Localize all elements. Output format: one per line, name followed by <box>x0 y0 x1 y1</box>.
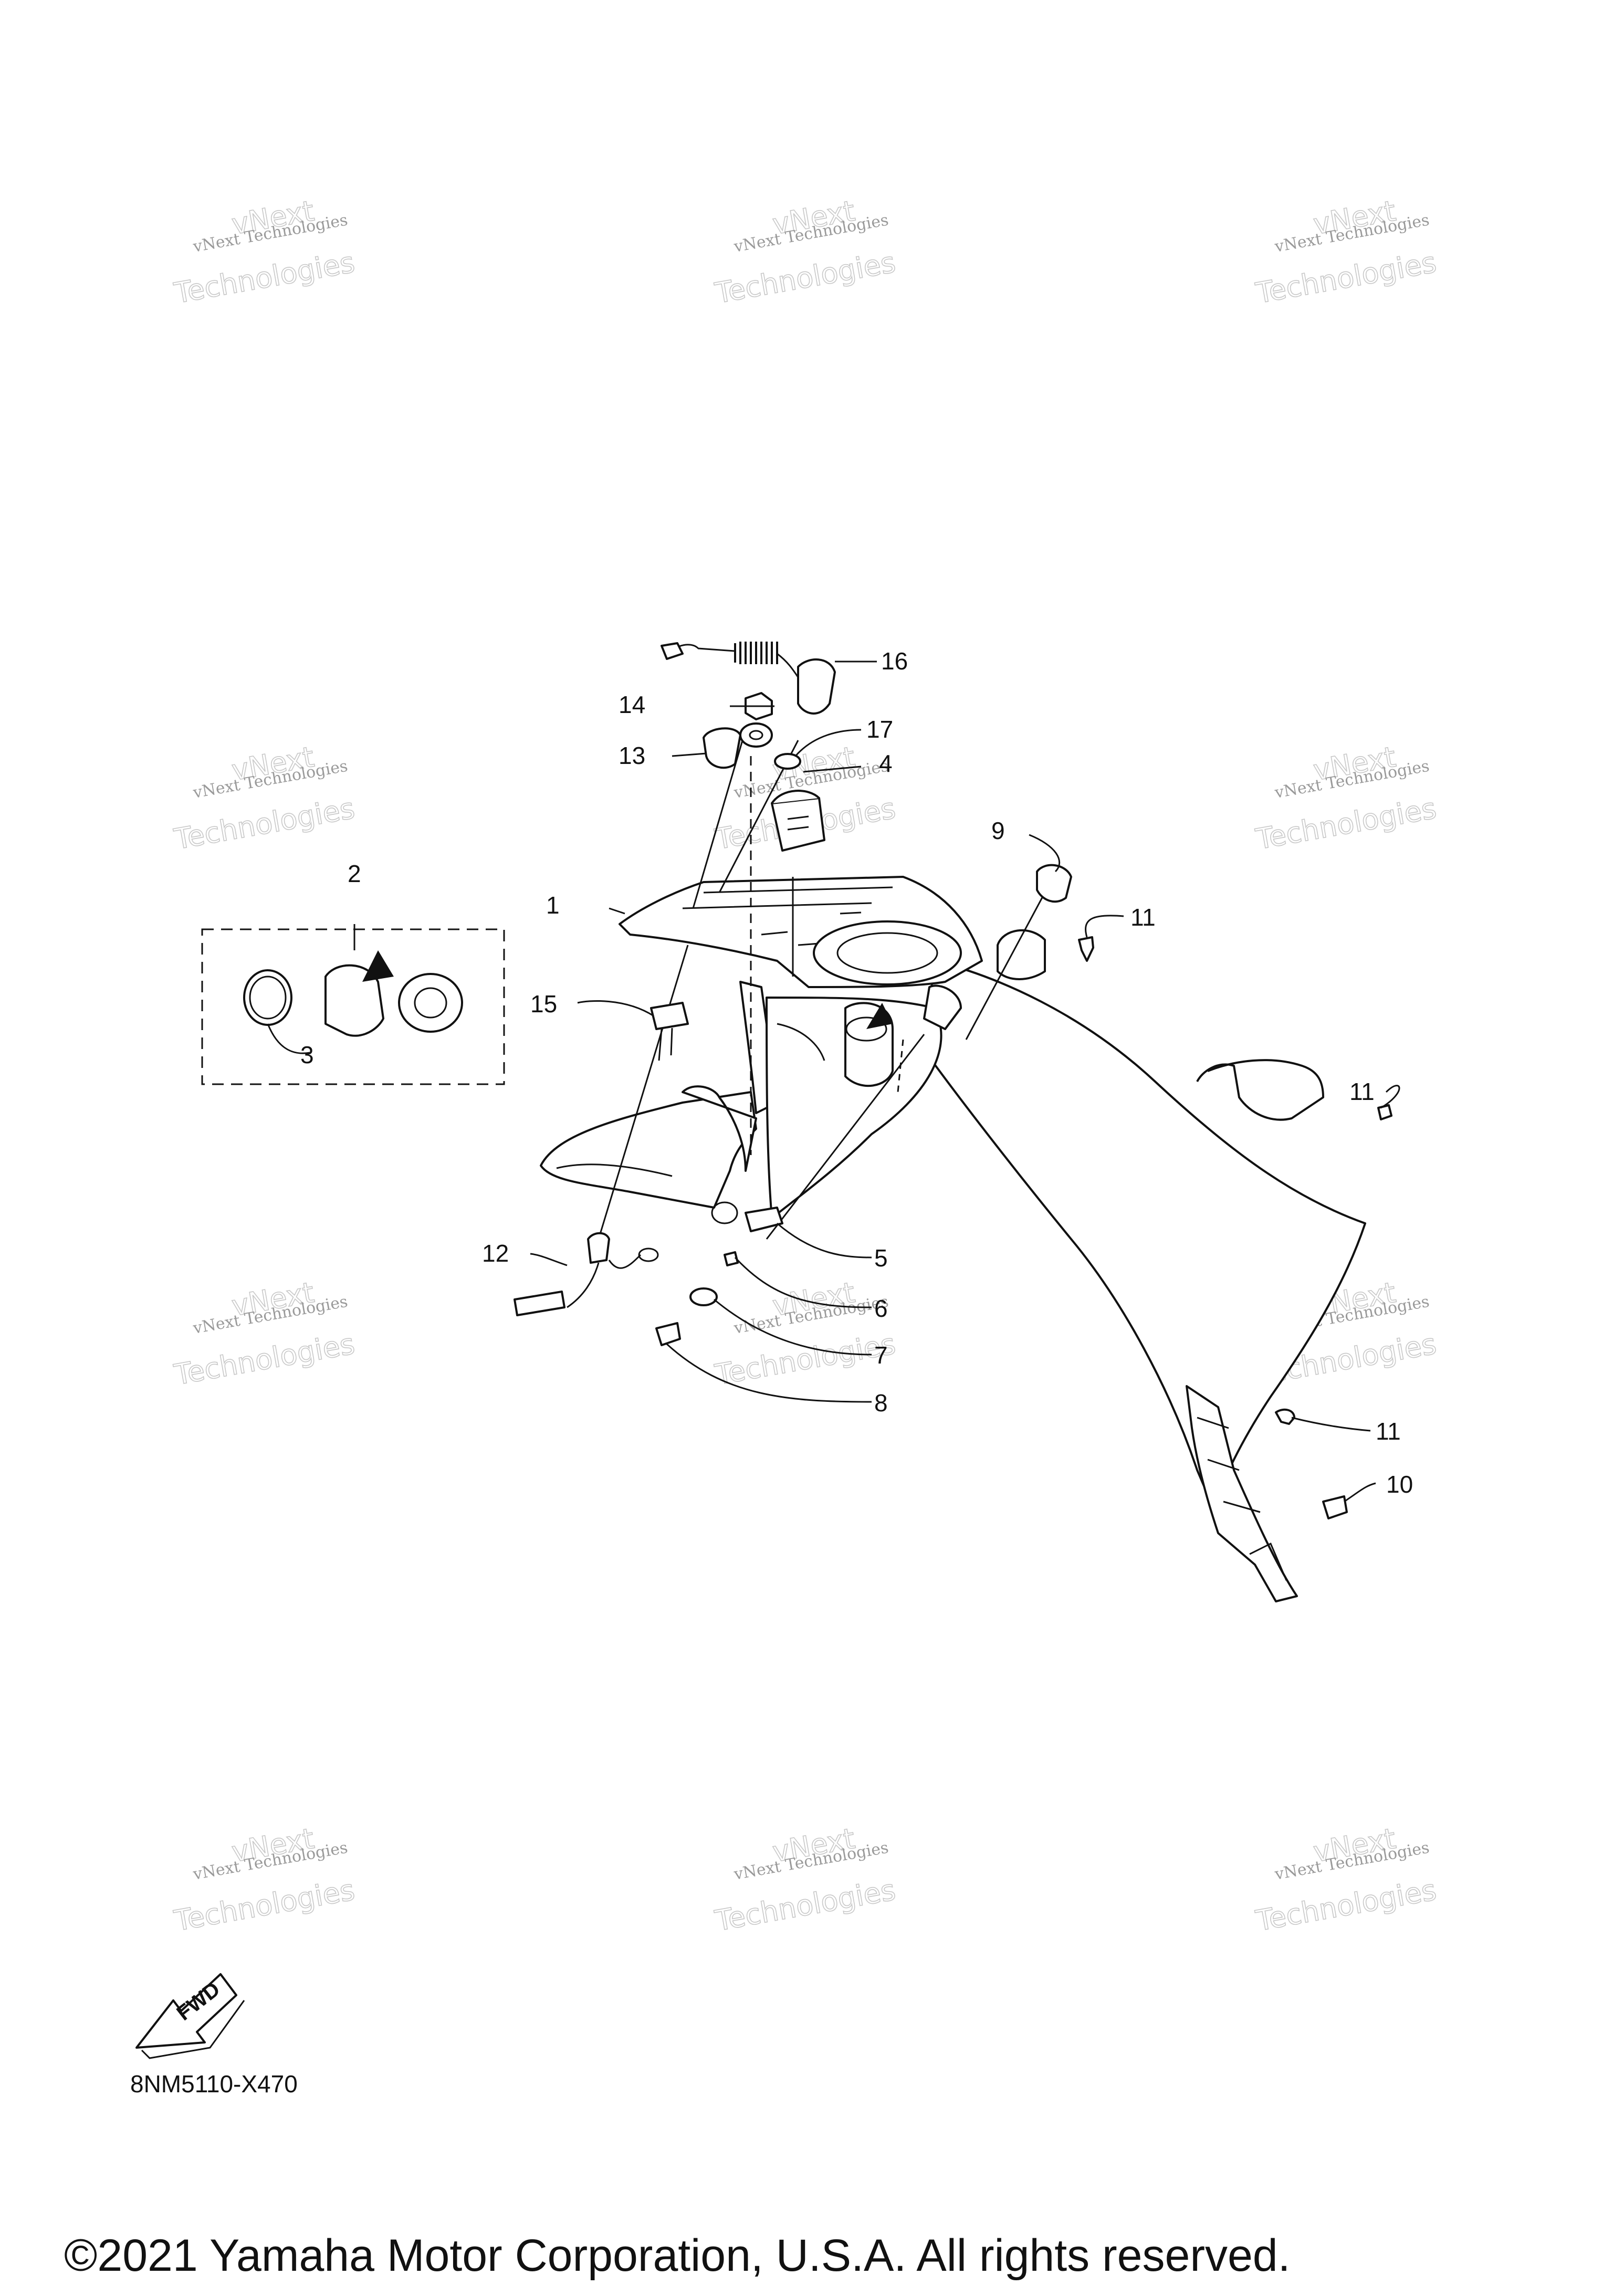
callouts: 1 2 3 4 5 6 7 8 9 10 11 11 11 12 13 14 1… <box>300 647 1413 1498</box>
callout-2: 2 <box>348 860 361 887</box>
watermark: Technologies vNext vNext Technologies <box>712 1821 898 1938</box>
watermark: Technologies vNext vNext Technologies <box>1253 194 1439 310</box>
watermark: Technologies vNext vNext Technologies <box>171 194 358 310</box>
callout-15: 15 <box>530 990 557 1018</box>
main-housing <box>540 876 1366 1602</box>
watermark: Technologies vNext vNext Technologies <box>1253 1821 1439 1938</box>
callout-13: 13 <box>619 742 645 769</box>
clip <box>1377 1104 1392 1120</box>
callout-7: 7 <box>874 1341 888 1369</box>
assembly-box <box>201 928 505 1085</box>
wire-harness <box>514 1232 659 1316</box>
lanyard-cord <box>661 642 836 715</box>
callout-10: 10 <box>1386 1471 1413 1498</box>
callout-9: 9 <box>991 817 1005 844</box>
cap-washer <box>703 722 773 769</box>
switch <box>771 790 825 852</box>
clip <box>1078 936 1094 962</box>
watermark: Technologies vNext vNext Technologies <box>1253 740 1439 856</box>
callout-17: 17 <box>866 716 893 743</box>
washer <box>774 753 801 770</box>
fwd-arrow-icon: FWD <box>135 1973 245 2059</box>
callout-6: 6 <box>874 1295 888 1322</box>
clip <box>1275 1408 1295 1425</box>
callout-11: 11 <box>1349 1078 1375 1105</box>
callout-5: 5 <box>874 1244 888 1272</box>
watermark: Technologies vNext vNext Technologies <box>171 1821 358 1938</box>
pointer-arrow-icon <box>362 950 394 982</box>
washer <box>689 1287 718 1306</box>
callout-12: 12 <box>482 1240 509 1267</box>
diagram-code: 8NM5110-X470 <box>130 2070 298 2098</box>
callout-8: 8 <box>874 1389 888 1417</box>
callout-4: 4 <box>879 750 893 777</box>
watermark: Technologies vNext vNext Technologies <box>712 194 898 310</box>
callout-14: 14 <box>619 691 645 718</box>
clip-plate <box>745 1207 783 1232</box>
watermark: Technologies vNext vNext Technologies <box>712 1275 898 1392</box>
cover-cap <box>1036 864 1072 903</box>
bolt <box>655 1322 681 1346</box>
callout-1: 1 <box>546 892 560 919</box>
callout-16: 16 <box>881 647 908 675</box>
sensor <box>650 1002 689 1061</box>
pointer-arrow-icon <box>866 1003 893 1029</box>
callout-3: 3 <box>300 1041 314 1068</box>
callout-11: 11 <box>1376 1418 1401 1445</box>
screw <box>1322 1495 1348 1519</box>
small-screw <box>724 1251 739 1266</box>
callout-11: 11 <box>1130 904 1156 931</box>
copyright-notice: ©2021 Yamaha Motor Corporation, U.S.A. A… <box>64 2230 1291 2281</box>
watermark: Technologies vNext vNext Technologies <box>171 1275 358 1392</box>
watermark: Technologies vNext vNext Technologies <box>171 740 358 856</box>
callout-leaders <box>267 661 1400 1503</box>
